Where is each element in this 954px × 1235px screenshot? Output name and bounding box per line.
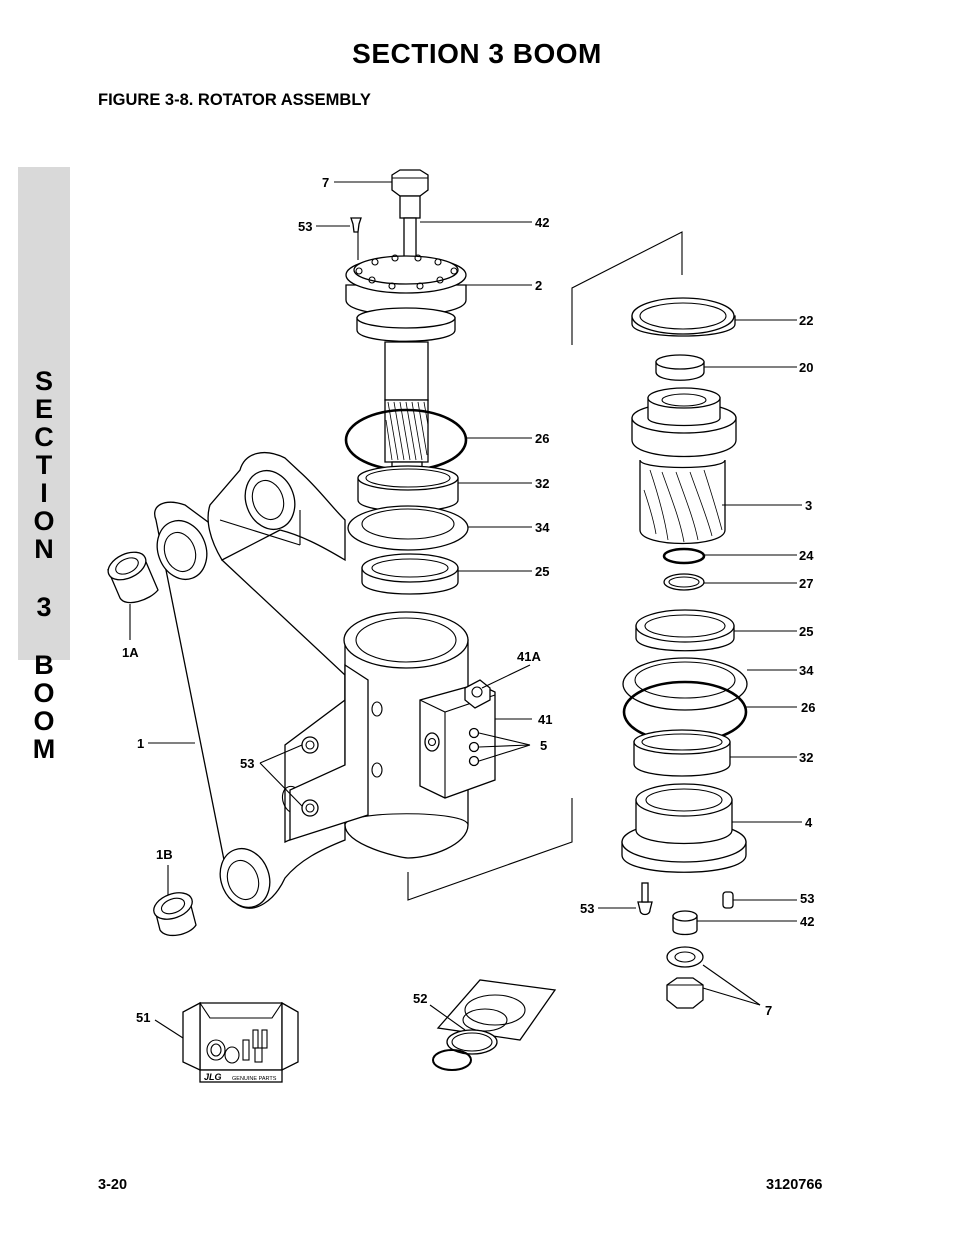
callout-34-left: 34 <box>535 520 550 535</box>
document-number: 3120766 <box>766 1177 823 1193</box>
callout-7-top: 7 <box>322 175 329 190</box>
callout-4: 4 <box>805 815 813 830</box>
callout-1: 1 <box>137 736 144 751</box>
side-tab-letter: S <box>34 366 53 396</box>
side-tab-letter: 3 <box>36 592 52 622</box>
callout-7-bottom: 7 <box>765 1003 772 1018</box>
housing-4 <box>621 783 747 873</box>
side-tab-letter: N <box>34 534 54 564</box>
shaft-stack <box>345 169 467 471</box>
assembly-leader-bottom <box>407 798 573 901</box>
side-tab-letter: T <box>35 450 53 480</box>
callout-51: 51 <box>136 1010 150 1025</box>
callout-labels: 7 53 42 2 22 20 26 32 34 25 3 24 27 25 3… <box>122 175 815 1025</box>
bushing-32-right <box>633 729 731 777</box>
washer-34-right <box>622 657 748 711</box>
callout-32-left: 32 <box>535 476 549 491</box>
bushing-42-bottom <box>672 910 698 936</box>
o-ring-24 <box>662 547 706 565</box>
callout-26-left: 26 <box>535 431 549 446</box>
callout-41a: 41A <box>517 649 541 664</box>
callout-25-left: 25 <box>535 564 549 579</box>
callout-42-bottom: 42 <box>800 914 814 929</box>
ring-22 <box>631 297 736 337</box>
kit-text-label: GENUINE PARTS <box>232 1076 277 1082</box>
side-tab-letter: B <box>34 650 54 680</box>
bushing-1a <box>107 551 159 604</box>
callout-52: 52 <box>413 991 427 1006</box>
callout-53-right-bottom: 53 <box>800 891 814 906</box>
side-tab-letter: E <box>34 394 53 424</box>
section-title: SECTION 3 BOOM <box>352 38 602 69</box>
screw-53-bottom <box>637 882 653 916</box>
gear-3 <box>631 387 737 545</box>
kit-brand-label: JLG <box>204 1072 222 1082</box>
callout-53-top: 53 <box>298 219 312 234</box>
callout-22: 22 <box>799 313 813 328</box>
seal-kit-52 <box>432 979 557 1071</box>
side-tab-letter: O <box>33 706 55 736</box>
side-tab-letter: O <box>33 506 55 536</box>
page-number: 3-20 <box>98 1177 128 1193</box>
callout-26-right: 26 <box>801 700 815 715</box>
side-tab-letter: I <box>40 478 48 508</box>
callout-1b: 1B <box>156 847 173 862</box>
callout-34-right: 34 <box>799 663 814 678</box>
callout-53-bottom: 53 <box>580 901 594 916</box>
callout-24: 24 <box>799 548 814 563</box>
ring-27 <box>663 573 705 591</box>
callout-20: 20 <box>799 360 813 375</box>
section-side-tab: S E C T I O N 3 B O O M <box>18 167 70 763</box>
callout-5: 5 <box>540 738 547 753</box>
nut-7-bottom <box>666 977 704 1009</box>
leader-lines <box>129 181 802 1039</box>
side-tab-letter: M <box>32 734 56 764</box>
callout-41: 41 <box>538 712 552 727</box>
bearing-25-left <box>361 553 459 595</box>
figure-title: FIGURE 3-8. ROTATOR ASSEMBLY <box>98 91 371 109</box>
bearing-25-right <box>635 609 735 652</box>
boom-bracket-outline <box>154 452 346 909</box>
callout-42-top: 42 <box>535 215 549 230</box>
callout-2: 2 <box>535 278 542 293</box>
ring-20 <box>655 354 705 381</box>
callout-32-right: 32 <box>799 750 813 765</box>
side-tab-letter: O <box>33 678 55 708</box>
bushing-32-left <box>357 465 459 512</box>
bushing-1b <box>153 892 197 937</box>
parts-kit-51: JLG GENUINE PARTS <box>182 1001 299 1083</box>
dowel-53-right <box>722 891 734 909</box>
washer-7-bottom <box>666 946 704 968</box>
callout-27: 27 <box>799 576 813 591</box>
callout-3: 3 <box>805 498 812 513</box>
callout-53-mid: 53 <box>240 756 254 771</box>
washer-34-left <box>347 505 469 551</box>
callout-25-right: 25 <box>799 624 813 639</box>
side-tab-letter: C <box>34 422 54 452</box>
assembly-leader-top <box>571 231 683 345</box>
callout-1a: 1A <box>122 645 139 660</box>
rotator-housing <box>289 611 496 859</box>
